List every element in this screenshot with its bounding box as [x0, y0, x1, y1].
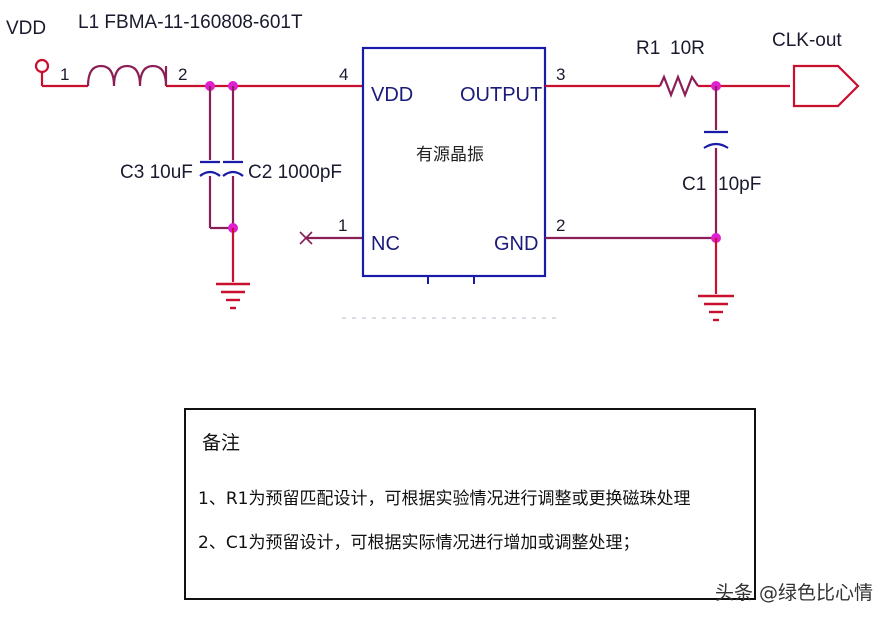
remarks-line-2: 2、C1为预留设计，可根据实际情况进行增加或调整处理； [198, 533, 640, 553]
r1-value: 10R [670, 38, 705, 59]
c3-label: C3 10uF [120, 162, 193, 183]
r1-label: R1 [636, 38, 660, 59]
chip-name: 有源晶振 [416, 145, 484, 165]
remarks-line-1: 1、R1为预留匹配设计，可根据实验情况进行调整或更换磁珠处理 [198, 489, 691, 509]
remarks-box: 备注 1、R1为预留匹配设计，可根据实验情况进行调整或更换磁珠处理 2、C1为预… [184, 408, 756, 600]
clk-out-label: CLK-out [772, 30, 842, 51]
chip-pin-gnd: GND [494, 233, 538, 255]
chip-pin-output: OUTPUT [460, 84, 542, 106]
remarks-title: 备注 [202, 432, 241, 454]
schematic-diagram: VDD L1 FBMA-11-160808-601T 1 2 4 C3 10uF… [6, 12, 860, 322]
l1-pin1: 1 [60, 65, 69, 84]
chip-pin2-num: 2 [556, 216, 565, 235]
c2-capacitor [222, 160, 244, 177]
chip-pin4-num: 4 [339, 65, 348, 84]
ground-symbol-right [698, 294, 734, 322]
vdd-terminal [34, 58, 50, 74]
chip-pin3-num: 3 [556, 65, 565, 84]
c1-value: 10pF [718, 174, 761, 195]
nc-marker [299, 231, 313, 245]
chip-pin-vdd: VDD [371, 84, 413, 106]
inductor-label: L1 FBMA-11-160808-601T [78, 12, 303, 33]
c1-label: C1 [682, 174, 706, 195]
chip-pin-nc: NC [371, 233, 400, 255]
clk-out-port [792, 64, 860, 108]
l1-pin2: 2 [178, 65, 187, 84]
crystal-oscillator-chip [361, 46, 547, 278]
inductor-coil [86, 64, 168, 87]
c2-label: C2 1000pF [248, 162, 342, 183]
c1-capacitor [703, 130, 729, 149]
watermark: 头条 @绿色比心情 [714, 582, 873, 604]
r1-resistor [658, 73, 699, 99]
ground-symbol-left [216, 282, 250, 310]
chip-pin1-num: 1 [338, 216, 347, 235]
c3-capacitor [199, 160, 221, 177]
vdd-input-label: VDD [6, 18, 46, 39]
